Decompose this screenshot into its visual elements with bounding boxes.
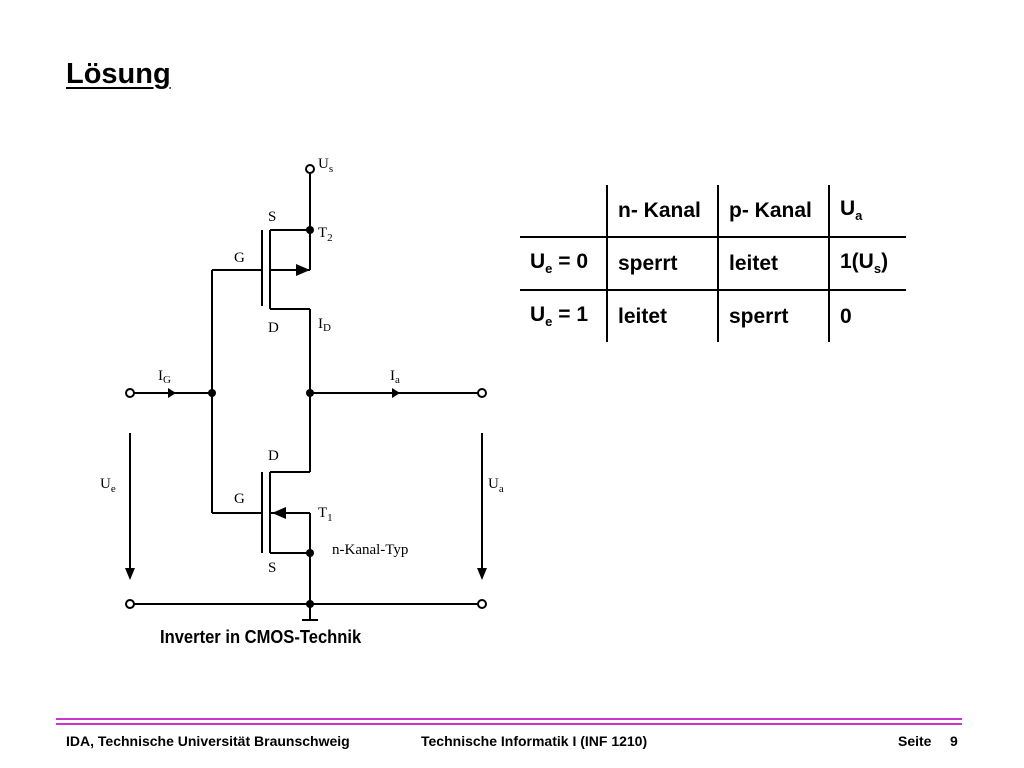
- input-voltage-label: Ue: [100, 476, 116, 495]
- table-cell: 0: [828, 290, 906, 342]
- junction-dot: [208, 389, 216, 397]
- gate-current-arrow: [168, 388, 176, 398]
- t2-label: T2: [318, 225, 333, 244]
- table-header-cell: Ua: [828, 185, 906, 238]
- junction-dot: [306, 600, 314, 608]
- t2-body-arrow: [296, 264, 310, 276]
- type-note: n-Kanal-Typ: [332, 542, 408, 558]
- table-header-cell: n- Kanal: [606, 185, 718, 238]
- output-current-label: Ia: [390, 368, 400, 386]
- ground-terminal-left: [125, 599, 135, 609]
- t1-body-arrow: [272, 507, 286, 519]
- output-voltage-label: Ua: [488, 476, 504, 495]
- table-cell: leitet: [606, 290, 718, 342]
- table-cell: sperrt: [606, 237, 718, 291]
- truth-table: n- Kanal p- Kanal Ua Ue = 0 sperrt leite…: [520, 185, 906, 342]
- table-cell: leitet: [717, 237, 829, 291]
- table-header-cell: [520, 185, 607, 238]
- junction-dot: [306, 226, 314, 234]
- output-terminal: [477, 388, 487, 398]
- ground-terminal-right: [477, 599, 487, 609]
- table-header-row: n- Kanal p- Kanal Ua: [520, 185, 906, 238]
- supply-terminal: [305, 164, 315, 174]
- t1-label: T1: [318, 505, 333, 524]
- drain-current-label: ID: [318, 316, 331, 334]
- footer-divider-top: [56, 718, 962, 720]
- t2-gate-label: G: [234, 250, 245, 266]
- footer-page-number: 9: [950, 733, 958, 749]
- junction-dot: [306, 389, 314, 397]
- table-header-cell: p- Kanal: [717, 185, 829, 238]
- t2-drain-label: D: [268, 320, 279, 336]
- circuit-caption: Inverter in CMOS-Technik: [160, 627, 362, 647]
- table-row: Ue = 1 leitet sperrt 0: [520, 290, 906, 342]
- table-cell: sperrt: [717, 290, 829, 342]
- input-terminal: [125, 388, 135, 398]
- table-row: Ue = 0 sperrt leitet 1(Us): [520, 237, 906, 291]
- t1-source-label: S: [268, 560, 276, 576]
- supply-label: Us: [318, 156, 333, 175]
- input-voltage-arrowhead: [125, 568, 135, 580]
- slide-title: Lösung: [66, 58, 171, 90]
- table-row-label: Ue = 0: [520, 237, 607, 291]
- table-row-label: Ue = 1: [530, 303, 589, 330]
- footer-divider-bottom: [56, 723, 962, 725]
- t1-drain-label: D: [268, 448, 279, 464]
- output-current-arrow: [392, 388, 400, 398]
- t2-source-label: S: [268, 209, 276, 225]
- footer-page-label: Seite: [898, 733, 932, 749]
- t1-gate-label: G: [234, 491, 245, 507]
- footer-course: Technische Informatik I (INF 1210): [421, 733, 648, 749]
- table-cell: 1(Us): [828, 237, 906, 291]
- footer-institution: IDA, Technische Universität Braunschweig: [66, 733, 350, 749]
- gate-current-label: IG: [158, 368, 171, 386]
- junction-dot: [306, 549, 314, 557]
- output-voltage-arrowhead: [477, 568, 487, 580]
